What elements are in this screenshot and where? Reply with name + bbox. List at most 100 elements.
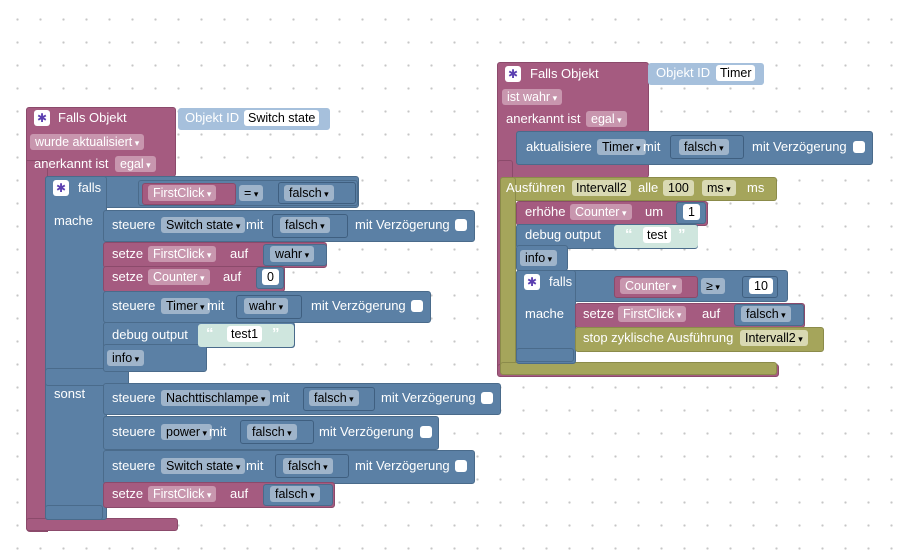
- text-field[interactable]: test1: [227, 326, 263, 342]
- delay-checkbox[interactable]: [411, 300, 423, 312]
- set-target-dropdown[interactable]: Counter: [148, 269, 210, 285]
- control-target-dropdown[interactable]: power: [161, 424, 213, 440]
- if-mid-bar: [45, 368, 129, 386]
- value-dropdown[interactable]: wahr: [244, 298, 289, 314]
- if-foot: [516, 348, 574, 362]
- delay-checkbox[interactable]: [455, 219, 467, 231]
- stop-target-dropdown[interactable]: Intervall2: [740, 330, 808, 346]
- control-with-label: mit: [207, 298, 225, 313]
- object-id-label: Objekt ID: [185, 110, 240, 125]
- control-with-label: mit: [272, 390, 290, 405]
- if-falls-label: falls: [78, 180, 102, 195]
- value-dropdown[interactable]: falsch: [247, 424, 297, 440]
- then-label: mache: [54, 213, 94, 228]
- set-verb: setze: [112, 246, 144, 261]
- control-target-dropdown[interactable]: Switch state: [161, 217, 246, 233]
- set-target-dropdown[interactable]: FirstClick: [618, 306, 687, 322]
- open-quote-icon: “: [625, 226, 633, 243]
- object-id-field[interactable]: Timer: [716, 65, 756, 81]
- change-dropdown[interactable]: wurde aktualisiert: [30, 134, 145, 150]
- set-to-label: auf: [230, 246, 249, 261]
- set-to-label: auf: [223, 269, 242, 284]
- debug-verb: debug output: [525, 227, 601, 242]
- set-target-dropdown[interactable]: FirstClick: [148, 246, 217, 262]
- interval-name-field[interactable]: Intervall2: [572, 180, 631, 196]
- interval-amount-field[interactable]: 100: [663, 180, 694, 196]
- interval-verb: Ausführen: [506, 180, 566, 195]
- debug-level-dropdown[interactable]: info: [107, 350, 145, 366]
- object-id-label: Objekt ID: [656, 65, 711, 80]
- set-verb: setze: [583, 306, 615, 321]
- operator-dropdown[interactable]: =: [239, 185, 264, 201]
- control-verb: steuere: [112, 298, 156, 313]
- gear-icon[interactable]: ✱: [524, 274, 540, 290]
- operator-dropdown[interactable]: ≥: [701, 278, 725, 294]
- control-target-dropdown[interactable]: Timer: [161, 298, 210, 314]
- delay-checkbox[interactable]: [420, 426, 432, 438]
- control-with-label: mit: [246, 458, 264, 473]
- delay-label: mit Verzögerung: [311, 298, 406, 313]
- delay-checkbox[interactable]: [481, 392, 493, 404]
- text-field[interactable]: test: [643, 227, 672, 243]
- update-target-dropdown[interactable]: Timer: [597, 139, 646, 155]
- interval-unit-dropdown[interactable]: ms: [702, 180, 736, 196]
- ack-dropdown[interactable]: egal: [115, 156, 156, 172]
- then-label: mache: [525, 306, 565, 321]
- value-dropdown[interactable]: falsch: [679, 139, 729, 155]
- interval-unit-label: ms: [747, 180, 765, 195]
- update-verb: aktualisiere: [526, 139, 592, 154]
- compare-number-field[interactable]: 10: [749, 278, 773, 294]
- ack-label: anerkannt ist: [34, 156, 109, 171]
- else-label: sonst: [54, 386, 86, 401]
- set-target-dropdown[interactable]: FirstClick: [148, 486, 217, 502]
- if-falls-label: falls: [549, 274, 573, 289]
- delay-checkbox[interactable]: [455, 460, 467, 472]
- close-quote-icon: ”: [272, 325, 280, 342]
- value-dropdown[interactable]: falsch: [309, 390, 359, 406]
- control-with-label: mit: [209, 424, 227, 439]
- interval-every-label: alle: [638, 180, 659, 195]
- control-verb: steuere: [112, 458, 156, 473]
- delay-label: mit Verzögerung: [752, 139, 847, 154]
- interval-foot: [500, 362, 777, 375]
- trigger-title: Falls Objekt: [58, 110, 127, 125]
- gear-icon[interactable]: ✱: [34, 110, 50, 126]
- trigger-title: Falls Objekt: [530, 66, 599, 81]
- close-quote-icon: ”: [678, 226, 686, 243]
- value-dropdown[interactable]: falsch: [741, 306, 791, 322]
- control-with-label: mit: [246, 217, 264, 232]
- object-id-field[interactable]: Switch state: [244, 110, 320, 126]
- ack-dropdown[interactable]: egal: [586, 111, 627, 127]
- control-verb: steuere: [112, 390, 156, 405]
- change-dropdown[interactable]: ist wahr: [502, 89, 563, 105]
- delay-label: mit Verzögerung: [381, 390, 476, 405]
- increment-by-label: um: [645, 204, 664, 219]
- bool-dropdown[interactable]: falsch: [284, 185, 334, 201]
- gear-icon[interactable]: ✱: [53, 180, 69, 196]
- delay-label: mit Verzögerung: [319, 424, 414, 439]
- number-field[interactable]: 0: [262, 269, 279, 285]
- control-target-dropdown[interactable]: Nachttischlampe: [161, 390, 271, 406]
- var-dropdown[interactable]: FirstClick: [148, 185, 217, 201]
- value-dropdown[interactable]: falsch: [270, 486, 320, 502]
- delay-checkbox[interactable]: [853, 141, 865, 153]
- increment-value-field[interactable]: 1: [683, 204, 700, 220]
- debug-verb: debug output: [112, 327, 188, 342]
- set-verb: setze: [112, 486, 144, 501]
- set-to-label: auf: [702, 306, 721, 321]
- value-dropdown[interactable]: falsch: [283, 458, 333, 474]
- set-verb: setze: [112, 269, 144, 284]
- gear-icon[interactable]: ✱: [505, 66, 521, 82]
- increment-target-dropdown[interactable]: Counter: [570, 204, 632, 220]
- if-foot: [45, 505, 103, 520]
- increment-verb: erhöhe: [525, 204, 566, 219]
- value-dropdown[interactable]: falsch: [280, 217, 330, 233]
- value-dropdown[interactable]: wahr: [270, 246, 315, 262]
- debug-level-dropdown[interactable]: info: [520, 250, 558, 266]
- ack-label: anerkannt ist: [506, 111, 581, 126]
- control-target-dropdown[interactable]: Switch state: [161, 458, 246, 474]
- control-verb: steuere: [112, 217, 156, 232]
- set-to-label: auf: [230, 486, 249, 501]
- var-dropdown[interactable]: Counter: [620, 278, 682, 294]
- stop-verb: stop zyklische Ausführung: [583, 330, 734, 345]
